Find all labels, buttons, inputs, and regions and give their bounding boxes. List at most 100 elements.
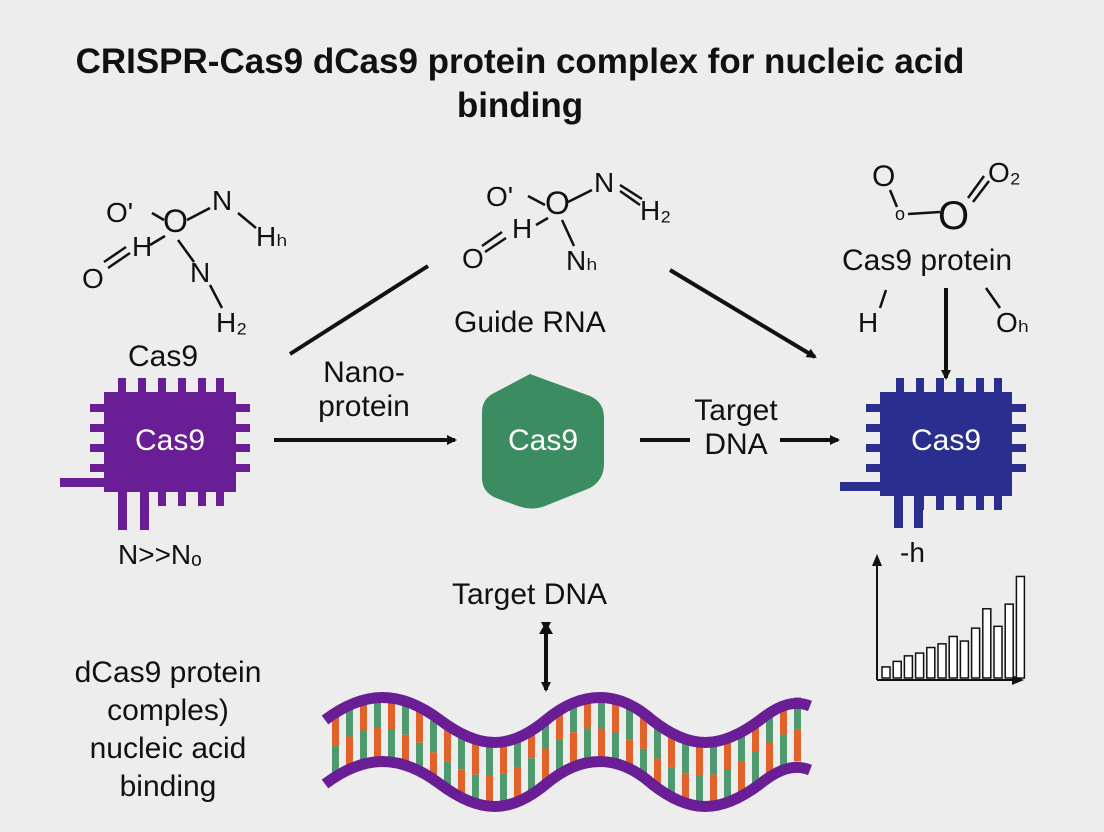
- right-mol-h: H: [858, 307, 879, 338]
- dna-base-pair-bottom: [374, 728, 381, 761]
- arrow-up-head: [539, 622, 553, 634]
- dna-base-pair-bottom: [710, 774, 717, 807]
- connector-line-left: [288, 264, 430, 356]
- dna-base-pair-top: [556, 707, 563, 740]
- dna-base-pair-top: [570, 700, 577, 733]
- dna-base-pair-bottom: [752, 752, 759, 784]
- dna-base-pair-bottom: [332, 745, 339, 778]
- mid-mol-nh: Nₕ: [566, 245, 598, 276]
- target-dna-arrow-label: Target DNA: [666, 394, 806, 462]
- left-mol-o-low: O: [82, 263, 104, 294]
- mid-mol-n: N: [594, 167, 615, 198]
- chart-bar-3: [903, 655, 914, 679]
- dna-base-pair-bottom: [388, 729, 395, 762]
- dna-base-pair-top: [472, 742, 479, 775]
- dna-base-pair-bottom: [542, 748, 549, 781]
- mid-mol-o-low: O: [462, 243, 484, 274]
- chart-bar-7: [948, 635, 958, 679]
- dna-double-helix: [321, 692, 813, 812]
- dna-base-pair-top: [444, 729, 451, 762]
- nanoprotein-label: Nano- protein: [284, 356, 444, 424]
- dna-base-pair-bottom: [766, 742, 773, 775]
- nanoprotein-line-1: Nano-: [323, 356, 405, 389]
- dna-strand-bottom: [321, 756, 813, 812]
- dna-base-pair-bottom: [682, 773, 689, 806]
- dna-base-pair-top: [724, 737, 731, 770]
- mid-mol-h: H: [512, 213, 533, 244]
- middle-molecule-bonds: [481, 183, 643, 254]
- n-ratio-label: N>>Nₒ: [118, 539, 202, 570]
- dna-base-pair-bottom: [668, 767, 675, 800]
- arrow-guide-to-cas9: [668, 268, 817, 359]
- mini-bar-chart: [872, 554, 1026, 685]
- dna-base-pair-top: [794, 697, 801, 730]
- cas9-right-chip-label: Cas9: [910, 424, 982, 457]
- right-mol-o2: O₂: [988, 157, 1021, 188]
- chart-bar-10: [982, 608, 992, 679]
- dna-base-pair-top: [752, 720, 759, 752]
- dna-base-pair-bottom: [626, 739, 633, 772]
- right-mol-o-big: O: [938, 194, 970, 238]
- left-mol-h2: H₂: [216, 307, 248, 338]
- dna-base-pair-bottom: [598, 728, 605, 761]
- mid-mol-o-prime: O': [486, 181, 514, 212]
- dna-base-pair-bottom: [444, 761, 451, 794]
- dna-base-pair-bottom: [472, 774, 479, 807]
- dna-base-pair-top: [332, 713, 339, 746]
- dna-base-pair-bottom: [360, 730, 367, 763]
- right-mol-o-small: o: [895, 204, 906, 224]
- chart-y-axis-arrow: [872, 554, 882, 566]
- cas9-chip-right: [840, 378, 1026, 528]
- nanoprotein-line-2: protein: [318, 390, 410, 423]
- chart-bar-4: [914, 652, 925, 679]
- dna-base-pair-top: [402, 702, 409, 735]
- dcas9-line-4: binding: [119, 770, 217, 803]
- left-mol-o-prime: O': [106, 197, 134, 228]
- left-molecule-bonds: [103, 206, 257, 309]
- dna-base-pair-top: [430, 720, 437, 753]
- dna-base-pair-bottom: [724, 769, 731, 802]
- cas9-top-label: Cas9: [128, 340, 199, 373]
- dna-base-pair-bottom: [514, 766, 521, 799]
- dna-base-pair-top: [654, 726, 661, 759]
- chart-bar-1: [881, 666, 891, 679]
- dna-base-pair-top: [500, 741, 507, 774]
- dna-base-pair-bottom: [346, 736, 353, 769]
- dna-base-pair-top: [528, 726, 535, 759]
- cas9-protein-label: Cas9 protein: [842, 244, 1013, 277]
- dna-base-pair-bottom: [794, 729, 801, 762]
- dna-base-pair-top: [682, 741, 689, 774]
- dcas9-line-1: dCas9 protein: [74, 656, 262, 689]
- dna-base-pair-bottom: [402, 734, 409, 767]
- chart-bar-2: [892, 660, 902, 679]
- right-mol-o-left: O: [872, 160, 896, 193]
- dna-base-pair-top: [696, 743, 703, 776]
- dna-base-pair-bottom: [738, 761, 745, 794]
- dna-base-pair-top: [374, 696, 381, 729]
- dna-base-pair-top: [612, 700, 619, 733]
- cas9-chip-left: [60, 378, 250, 530]
- chart-bar-13: [1015, 575, 1026, 679]
- dna-base-pair-top: [584, 696, 591, 729]
- dna-base-pair-bottom: [780, 734, 787, 767]
- left-mol-n-top: N: [212, 185, 233, 216]
- target-dna-arrow-line-2: DNA: [704, 428, 768, 461]
- h-minus-label: -h: [900, 537, 925, 568]
- dna-base-pair-bottom: [612, 732, 619, 765]
- dna-base-pair-bottom: [556, 739, 563, 772]
- dna-base-pair-bottom: [528, 758, 535, 791]
- dcas9-complex-label: dCas9 protein comples) nucleic acid bind…: [36, 654, 300, 806]
- dcas9-line-2: comples): [107, 694, 229, 727]
- dna-base-pair-bottom: [640, 748, 647, 781]
- left-mol-n-mid: N: [190, 257, 211, 288]
- chart-x-axis-arrow: [1012, 675, 1024, 685]
- mid-mol-o-center: O: [545, 185, 570, 221]
- dna-base-pair-top: [710, 742, 717, 775]
- dna-base-pair-bottom: [458, 769, 465, 802]
- dna-strand-top: [321, 692, 813, 748]
- dna-base-pair-top: [458, 737, 465, 770]
- dna-base-pair-top: [626, 707, 633, 740]
- title-line-2: binding: [456, 86, 584, 125]
- dna-base-pair-top: [640, 716, 647, 749]
